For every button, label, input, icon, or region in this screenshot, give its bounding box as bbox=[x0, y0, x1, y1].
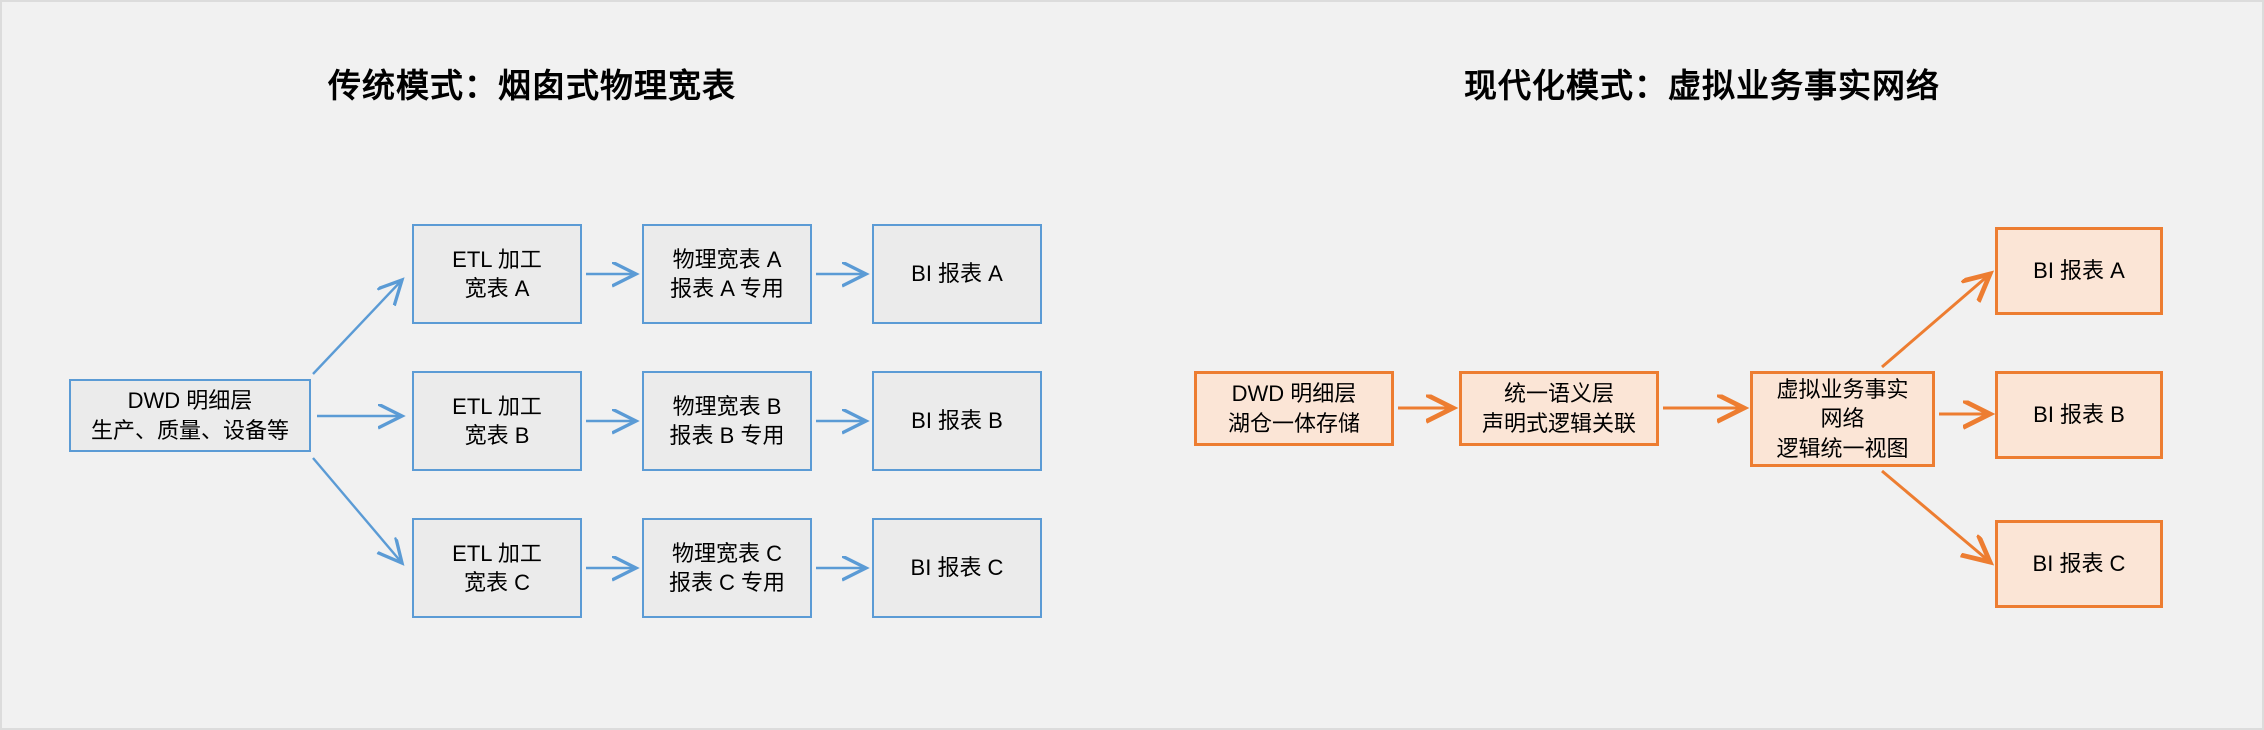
node-bi-report-a-left[interactable]: BI 报表 A bbox=[872, 224, 1042, 324]
left-panel-title: 传统模式：烟囱式物理宽表 bbox=[328, 67, 736, 104]
node-etl-b[interactable]: ETL 加工 宽表 B bbox=[412, 371, 582, 471]
right-panel-title: 现代化模式：虚拟业务事实网络 bbox=[1464, 67, 1940, 104]
node-bi-report-a-right[interactable]: BI 报表 A bbox=[1995, 227, 2163, 315]
node-bi-report-b-right[interactable]: BI 报表 B bbox=[1995, 371, 2163, 459]
node-etl-a[interactable]: ETL 加工 宽表 A bbox=[412, 224, 582, 324]
node-dwd-source-right[interactable]: DWD 明细层 湖仓一体存储 bbox=[1194, 371, 1394, 446]
node-etl-c[interactable]: ETL 加工 宽表 C bbox=[412, 518, 582, 618]
arrow-dwd-to-etl-a bbox=[312, 280, 402, 375]
node-bi-report-b-left[interactable]: BI 报表 B bbox=[872, 371, 1042, 471]
node-dwd-source-left[interactable]: DWD 明细层 生产、质量、设备等 bbox=[69, 379, 311, 452]
arrow-dwd-to-etl-c bbox=[312, 457, 402, 563]
node-bi-report-c-right[interactable]: BI 报表 C bbox=[1995, 520, 2163, 608]
node-unified-semantic-layer[interactable]: 统一语义层 声明式逻辑关联 bbox=[1459, 371, 1659, 446]
node-physical-table-c[interactable]: 物理宽表 C 报表 C 专用 bbox=[642, 518, 812, 618]
arrow-virtual-to-bi-c bbox=[1881, 469, 1990, 562]
node-virtual-business-fact-network[interactable]: 虚拟业务事实 网络 逻辑统一视图 bbox=[1750, 371, 1935, 467]
arrow-virtual-to-bi-a bbox=[1881, 274, 1990, 369]
node-physical-table-a[interactable]: 物理宽表 A 报表 A 专用 bbox=[642, 224, 812, 324]
node-bi-report-c-left[interactable]: BI 报表 C bbox=[872, 518, 1042, 618]
node-physical-table-b[interactable]: 物理宽表 B 报表 B 专用 bbox=[642, 371, 812, 471]
